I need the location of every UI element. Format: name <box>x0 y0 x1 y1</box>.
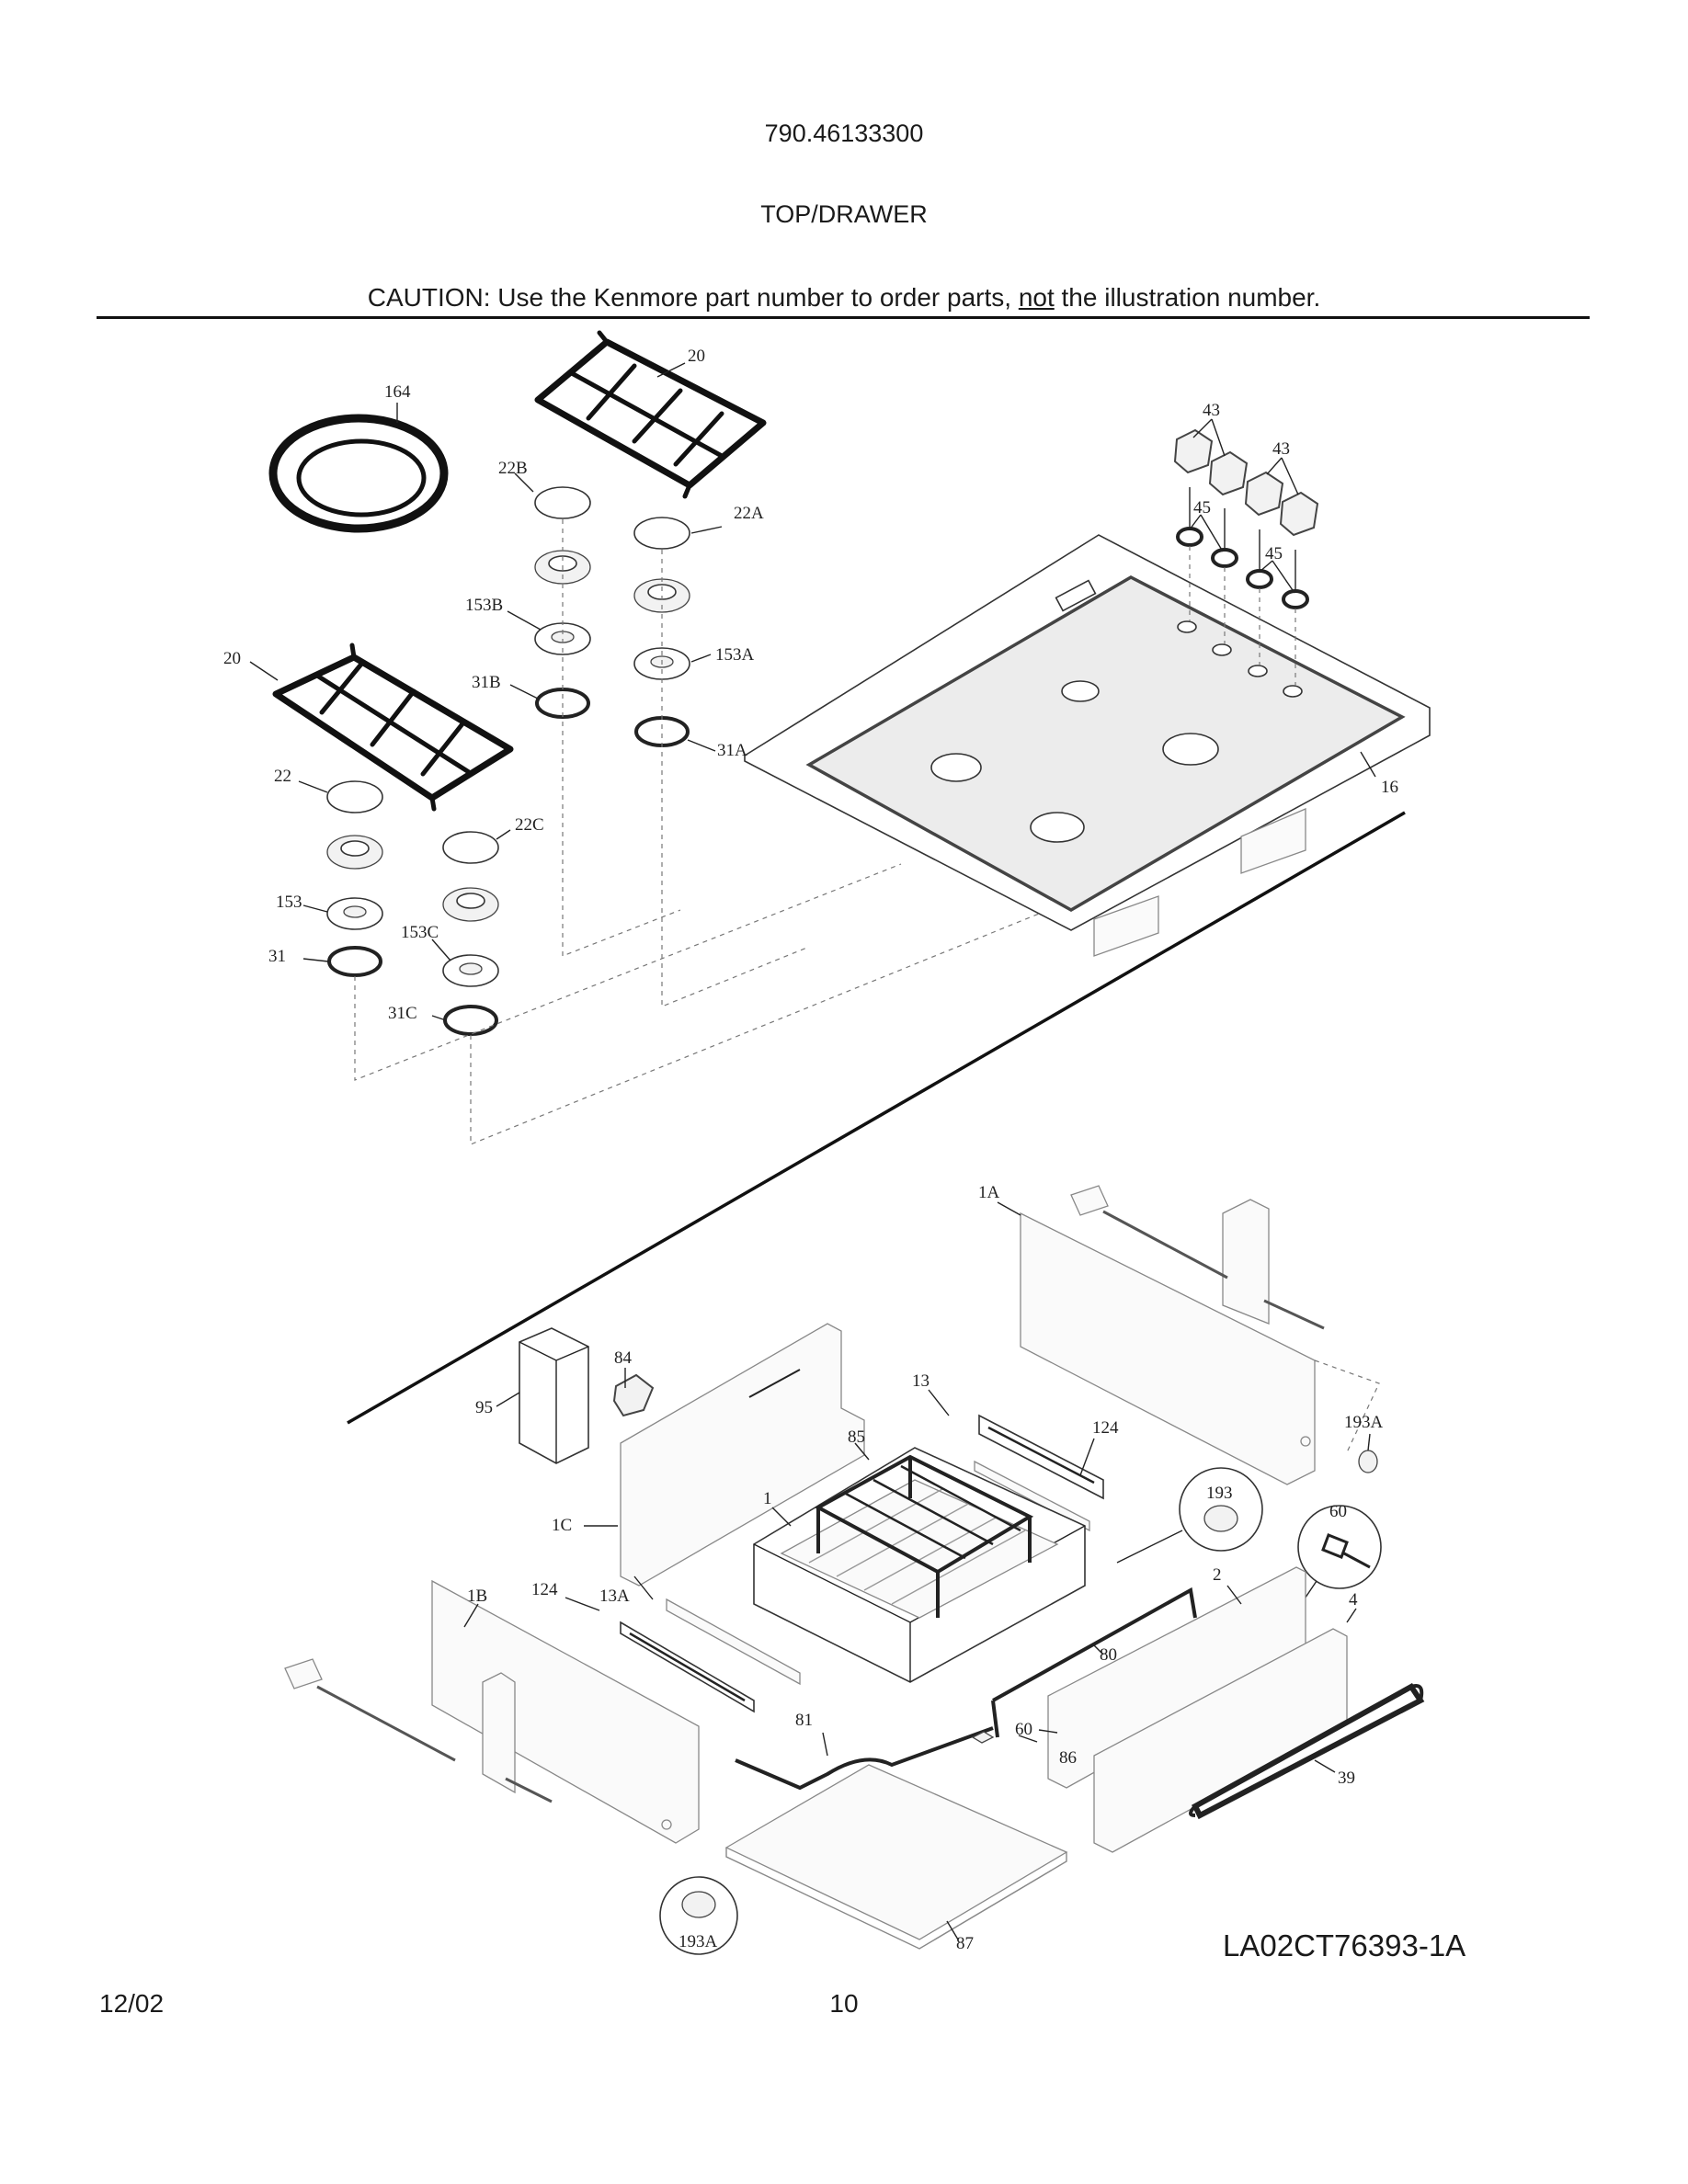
callout-4: 4 <box>1349 1590 1358 1610</box>
callout-153b: 153B <box>465 596 503 615</box>
caution-suffix: the illustration number. <box>1054 283 1321 312</box>
burner-grate-left <box>272 643 514 812</box>
caution-prefix: CAUTION: Use the Kenmore part number to … <box>367 283 1019 312</box>
vent-duct-95 <box>519 1327 589 1464</box>
header-divider <box>97 316 1590 319</box>
callout-193a-bottom: 193A <box>679 1932 718 1951</box>
wok-ring-part <box>268 414 449 533</box>
callout-1: 1 <box>763 1489 772 1508</box>
callout-153a: 153A <box>715 645 755 665</box>
callout-124-bottom: 124 <box>531 1580 558 1599</box>
front-frame-1c <box>620 1323 865 1587</box>
burner-base-153c <box>442 954 499 987</box>
callout-86: 86 <box>1059 1748 1077 1768</box>
callout-164: 164 <box>384 382 411 402</box>
callout-43-right: 43 <box>1272 439 1290 459</box>
burner-grate-top <box>534 330 767 499</box>
drawer-bottom-87 <box>724 1764 1068 1950</box>
callout-31a: 31A <box>717 741 747 760</box>
callout-20-left: 20 <box>223 649 241 668</box>
callout-193: 193 <box>1206 1484 1233 1503</box>
drawer-rack-85 <box>814 1454 1034 1618</box>
callout-193a-right: 193A <box>1344 1413 1384 1432</box>
callout-60-detail: 60 <box>1329 1502 1347 1521</box>
section-divider-line <box>347 811 1406 1425</box>
callout-81: 81 <box>795 1711 813 1730</box>
callout-20-top: 20 <box>688 347 705 366</box>
callout-124-top: 124 <box>1092 1418 1119 1438</box>
callout-45-left: 45 <box>1193 498 1211 518</box>
burner-cap-22a <box>633 517 690 550</box>
drawer-slide-13 <box>978 1414 1104 1500</box>
callout-22b: 22B <box>498 459 528 478</box>
callout-22a: 22A <box>734 504 764 523</box>
callout-2: 2 <box>1213 1565 1222 1585</box>
leveling-foot-193a-right <box>1358 1450 1378 1473</box>
callout-1b: 1B <box>467 1587 487 1606</box>
caution-emphasis: not <box>1018 283 1055 312</box>
caution-notice: CAUTION: Use the Kenmore part number to … <box>0 283 1688 313</box>
callout-95: 95 <box>475 1398 493 1417</box>
callout-80: 80 <box>1100 1645 1117 1665</box>
model-number: 790.46133300 <box>764 119 924 147</box>
callout-39: 39 <box>1338 1769 1355 1788</box>
burner-head-front-left <box>326 835 383 870</box>
callout-22: 22 <box>274 767 291 786</box>
burner-ring-31 <box>327 946 382 977</box>
leveling-foot-193-detail <box>1116 1467 1263 1564</box>
drawer-rail-124-top <box>974 1460 1090 1532</box>
clip-84 <box>612 1373 655 1417</box>
side-panel-1a <box>1020 1185 1325 1485</box>
callout-labels: 164 20 20 22B 22A 153B 153A 31B 31A 22 2… <box>223 347 1398 1953</box>
callout-60: 60 <box>1015 1720 1032 1739</box>
drawing-code: LA02CT76393-1A <box>1223 1928 1466 1962</box>
callout-16: 16 <box>1381 778 1398 797</box>
callout-45-right: 45 <box>1265 544 1283 563</box>
burner-ring-31c <box>443 1005 498 1036</box>
burner-cap-22 <box>326 780 383 813</box>
callout-85: 85 <box>848 1428 865 1447</box>
maintop-16 <box>744 534 1431 957</box>
drawer-gasket-80 <box>991 1587 1197 1738</box>
callout-153: 153 <box>276 893 302 912</box>
control-knobs-43 <box>1173 428 1319 537</box>
page-number: 10 <box>829 1989 859 2018</box>
callout-43-left: 43 <box>1203 401 1220 420</box>
clip-86 <box>971 1731 995 1744</box>
callout-1c: 1C <box>552 1516 572 1535</box>
screw-60-detail <box>1291 1505 1382 1619</box>
leader-lines <box>249 362 1376 1940</box>
side-panel-1b <box>284 1579 700 1844</box>
callout-13a: 13A <box>599 1587 630 1606</box>
callout-1a: 1A <box>978 1183 1000 1202</box>
callout-87: 87 <box>956 1934 974 1953</box>
footer-date: 12/02 <box>99 1989 165 2018</box>
callout-22c: 22C <box>515 815 544 835</box>
drawer-handle-39 <box>1189 1683 1425 1820</box>
section-title: TOP/DRAWER <box>760 200 928 228</box>
callout-31b: 31B <box>472 673 501 692</box>
callout-13: 13 <box>912 1371 930 1391</box>
callout-153c: 153C <box>401 923 439 942</box>
drawer-slide-13a <box>666 1598 801 1686</box>
callout-31c: 31C <box>388 1004 417 1023</box>
burner-base-153 <box>326 897 383 930</box>
callout-84: 84 <box>614 1348 633 1368</box>
burner-ring-31a <box>634 716 690 747</box>
drawer-rail-124-bottom <box>620 1621 755 1713</box>
burner-cap-22b <box>534 486 591 519</box>
leveling-foot-193a-detail <box>659 1876 738 1955</box>
callout-31: 31 <box>268 947 286 966</box>
burner-head-front-right <box>442 887 499 922</box>
burner-cap-22c <box>442 831 499 864</box>
